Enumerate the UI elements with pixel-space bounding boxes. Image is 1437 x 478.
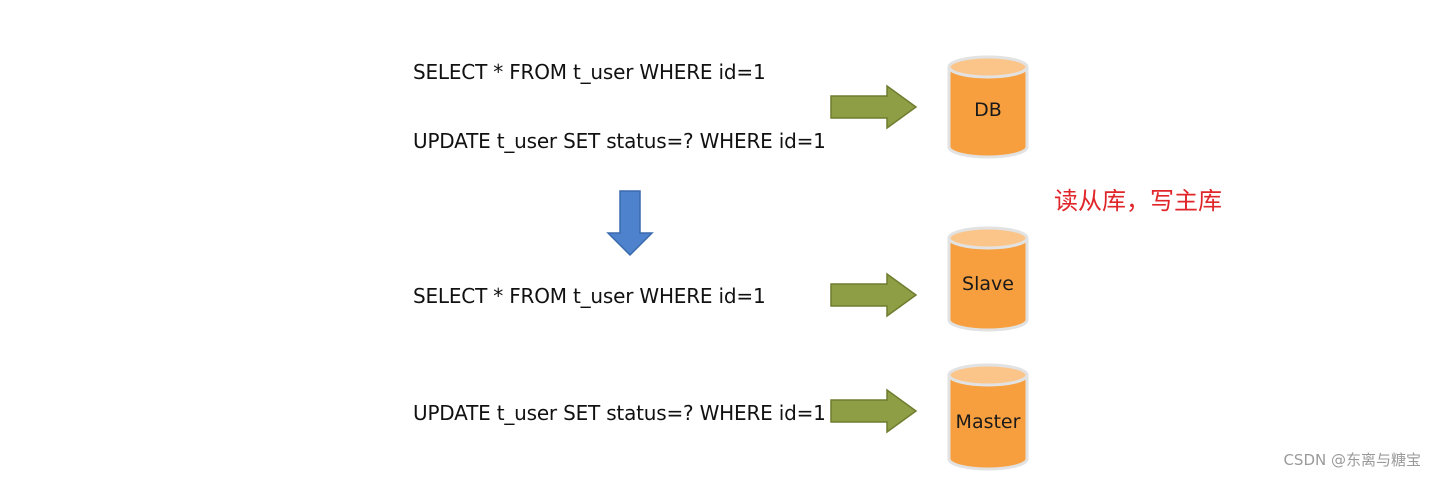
slave-label: Slave xyxy=(962,273,1014,295)
database-icon xyxy=(947,363,1029,471)
right-arrow-to-slave xyxy=(830,272,918,318)
select-query-bottom: SELECT * FROM t_user WHERE id=1 xyxy=(413,284,766,308)
master-cylinder: Master xyxy=(946,363,1030,471)
update-query-bottom: UPDATE t_user SET status=? WHERE id=1 xyxy=(413,401,826,425)
db-label: DB xyxy=(974,99,1002,121)
update-query-top: UPDATE t_user SET status=? WHERE id=1 xyxy=(413,129,826,153)
master-label: Master xyxy=(955,411,1021,433)
right-arrow-to-master xyxy=(830,388,918,434)
right-arrow-to-db xyxy=(830,84,918,130)
down-arrow xyxy=(606,190,654,257)
database-icon xyxy=(947,226,1029,332)
watermark: CSDN @东离与糖宝 xyxy=(1283,451,1421,469)
db-cylinder: DB xyxy=(946,55,1030,159)
read-write-note: 读从库，写主库 xyxy=(1054,187,1222,215)
select-query-top: SELECT * FROM t_user WHERE id=1 xyxy=(413,60,766,84)
database-icon xyxy=(947,55,1029,159)
slave-cylinder: Slave xyxy=(946,226,1030,332)
